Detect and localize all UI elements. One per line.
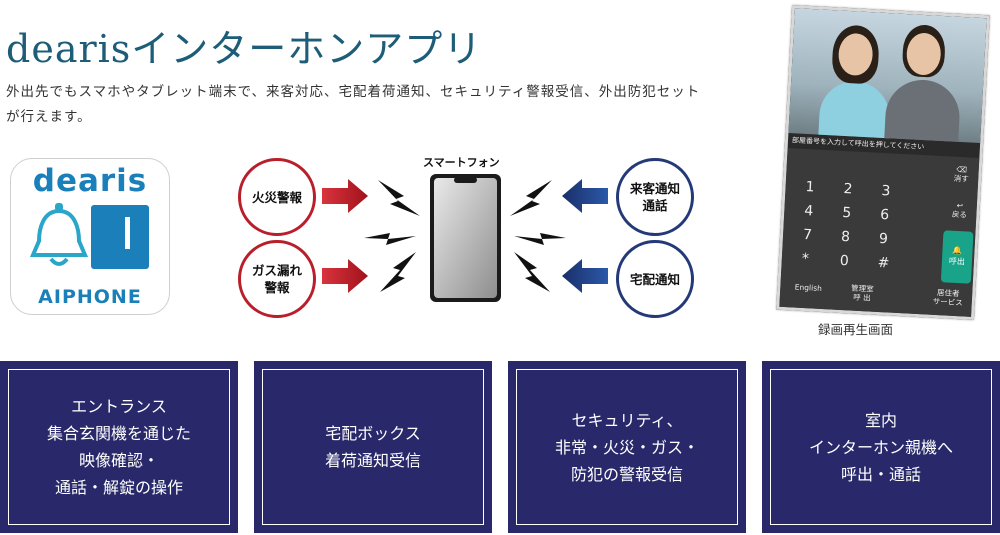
app-icon-brand: AIPHONE: [38, 286, 142, 308]
feature-text: 室内 インターホン親機へ 呼出・通話: [808, 410, 953, 484]
dearis-app-icon[interactable]: dearis AIPHONE: [10, 158, 170, 315]
visitor-notice-badge: 来客通知 通話: [616, 158, 694, 236]
key-0[interactable]: 0: [839, 252, 850, 270]
feature-box-security: セキュリティ、 非常・火災・ガス・ 防犯の警報受信: [508, 361, 746, 533]
back-icon: ↩: [956, 200, 964, 211]
red-arrow-icon: [322, 179, 368, 293]
bell-icon: [29, 203, 149, 269]
bell-icon: 🔔: [952, 245, 963, 256]
page-description: 外出先でもスマホやタブレット端末で、来客対応、宅配着荷通知、セキュリティ警報受信…: [6, 84, 701, 125]
feature-text: エントランス 集合玄関機を通じた 映像確認・ 通話・解錠の操作: [46, 397, 191, 497]
feature-box-delivery: 宅配ボックス 着荷通知受信: [254, 361, 492, 533]
diagram-art: [322, 174, 608, 302]
visitor-man: [884, 78, 962, 142]
feature-box-intercom: 室内 インターホン親機へ 呼出・通話: [762, 361, 1000, 533]
call-button[interactable]: 🔔 呼出: [940, 230, 974, 284]
key-3[interactable]: 3: [881, 182, 891, 200]
key-7[interactable]: 7: [802, 226, 813, 244]
back-label: 戻る: [951, 209, 968, 220]
screen-caption: 録画再生画面: [818, 322, 894, 337]
signal-bolt-icon: [364, 180, 566, 292]
key-4[interactable]: 4: [803, 202, 814, 220]
manager-call-button[interactable]: 管理室 呼 出: [850, 283, 874, 303]
delivery-notice-badge: 宅配通知: [616, 240, 694, 318]
playback-screen: 部屋番号を入力して呼出を押してください 1 2 3 4 5 6 7 8 9 * …: [776, 5, 990, 320]
gas-leak-alarm-badge: ガス漏れ 警報: [238, 240, 316, 318]
visitor-woman: [818, 79, 892, 139]
video-preview: [788, 8, 987, 144]
keypad: 1 2 3 4 5 6 7 8 9 * 0 # ⌫ 消す ↩ 戻る 🔔 呼出 E…: [778, 147, 980, 320]
app-icon-word: dearis: [32, 163, 148, 199]
key-5[interactable]: 5: [841, 204, 852, 222]
feature-text: セキュリティ、 非常・火災・ガス・ 防犯の警報受信: [554, 410, 699, 484]
smartphone-label: スマートフォン: [423, 156, 500, 169]
key-2[interactable]: 2: [843, 180, 853, 198]
fire-alarm-badge: 火災警報: [238, 158, 316, 236]
key-star[interactable]: *: [801, 250, 810, 268]
delete-button[interactable]: ⌫ 消す: [944, 164, 979, 184]
blue-arrow-icon: [562, 179, 608, 293]
key-hash[interactable]: #: [877, 254, 890, 272]
key-8[interactable]: 8: [840, 228, 851, 246]
back-button[interactable]: ↩ 戻る: [942, 200, 977, 220]
key-6[interactable]: 6: [879, 206, 890, 224]
feature-box-entrance: エントランス 集合玄関機を通じた 映像確認・ 通話・解錠の操作: [0, 361, 238, 533]
delete-label: 消す: [953, 173, 969, 184]
notification-diagram: スマートフォン 火災警報 ガス漏れ 警報 来客通知 通話 宅配通知: [230, 150, 700, 320]
english-button[interactable]: English: [794, 282, 823, 293]
resident-service-button[interactable]: 居住者 サービス: [932, 288, 963, 308]
key-1[interactable]: 1: [805, 178, 815, 196]
call-label: 呼出: [948, 256, 966, 267]
key-9[interactable]: 9: [878, 230, 889, 248]
smartphone-icon: [430, 174, 501, 302]
page-title: dearisインターホンアプリ: [6, 27, 483, 71]
feature-text: 宅配ボックス 着荷通知受信: [324, 424, 421, 470]
